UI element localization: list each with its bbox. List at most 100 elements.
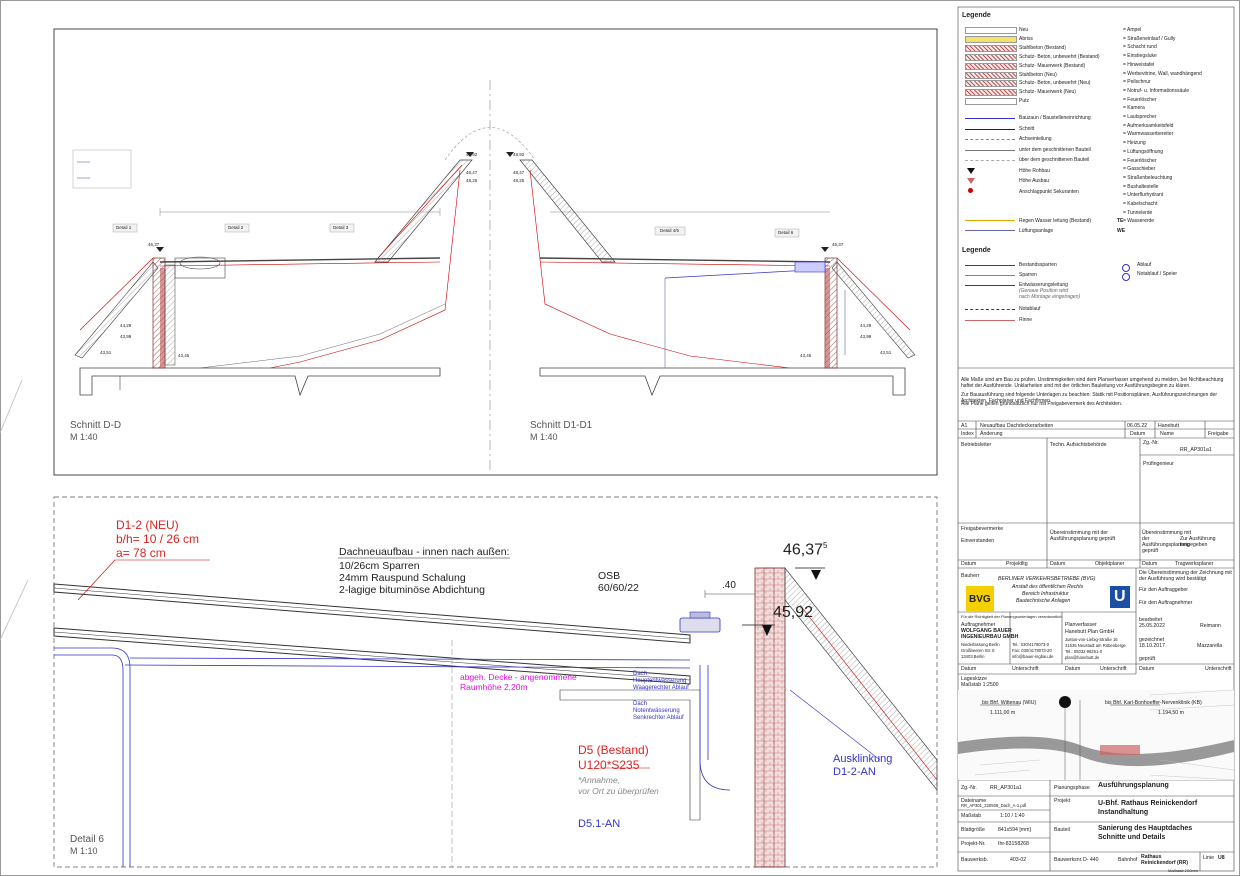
level-label: 43,99 xyxy=(120,334,132,339)
level-label: 48,47 xyxy=(513,170,525,175)
level-label: 43,45 xyxy=(800,353,812,358)
legend-roof-sample xyxy=(965,285,1015,286)
bvg-logo: BVG xyxy=(969,594,991,605)
level-label: 48,92 xyxy=(513,152,525,157)
edited-label: bearbeitet xyxy=(1139,617,1163,623)
legend-material-item: Neu xyxy=(1019,27,1029,33)
legend-roof: Sparren xyxy=(1019,272,1037,278)
level-triangle-icon xyxy=(967,168,975,174)
beam-title: D5 (Bestand) xyxy=(578,743,649,757)
compliance-label: Übereinstimmung mit der Ausführungsplanu… xyxy=(1050,530,1116,542)
revision-header: Freigabe xyxy=(1208,431,1229,437)
legend-material-swatch xyxy=(965,44,1017,52)
legend-title-roof: Legende xyxy=(962,247,991,254)
planner-city: 31535 Neustadt am Rübenberge xyxy=(1065,643,1126,648)
legend-symbol-item: = Heizung xyxy=(1123,140,1146,147)
legend-symbol-item: = Peilschnur xyxy=(1123,79,1151,86)
section-dd-scale: M 1:40 xyxy=(70,432,98,442)
u-logo: U xyxy=(1114,588,1126,605)
contractor-label: Auftragnehmer xyxy=(961,622,996,628)
structure-planner-label: Tragwerksplaner xyxy=(1175,561,1214,567)
level-label: 44,29 xyxy=(860,323,872,328)
legend-symbol-item: = Lüftungsöffnung xyxy=(1123,148,1164,155)
legend-roof-sample xyxy=(965,265,1015,266)
drain-emerg: Notentwässerung xyxy=(633,708,680,714)
bk-value: D- 440 xyxy=(1083,857,1099,863)
object-planner-label: Objektplaner xyxy=(1095,561,1125,567)
legend-pipe-sample xyxy=(965,220,1015,221)
operator-label: Betriebsleiter xyxy=(961,442,992,448)
date-label: Datum xyxy=(1142,561,1158,567)
legend-symbol-item: = Werbevitrine, Wall, wandhängend xyxy=(1123,70,1202,77)
legend-line-sample xyxy=(965,128,1015,130)
legend-roof: Entwässerungsleitung xyxy=(1019,282,1068,288)
builder-name: BERLINER VERKEHRSBETRIEBE (BVG) xyxy=(998,576,1096,582)
section-d1d1-drawing xyxy=(519,159,916,397)
drain-main: Hauptentwässerung xyxy=(633,678,687,684)
sheet-label: Blattgröße xyxy=(961,827,985,833)
legend-material-item: Stahlbeton (Neu) xyxy=(1019,71,1057,78)
drawing-no-label: Zg.-Nr. xyxy=(1143,440,1159,446)
drawing-no-value: RR_AP301a1 xyxy=(990,785,1022,791)
file-label: Dateiname xyxy=(961,798,987,804)
legend-material-swatch xyxy=(965,53,1017,61)
legend-symbol-item: = Schacht rund xyxy=(1123,44,1157,51)
rafter-title: D1-2 (NEU) xyxy=(116,518,179,532)
bw-value: 403-02 xyxy=(1010,857,1027,863)
agree-label: Einverstanden xyxy=(961,538,995,544)
osb-dims: 60/60/22 xyxy=(598,582,639,594)
legend-symbol-item: = Unterflurhydrant xyxy=(1123,192,1164,199)
legend-material-item: Schutz- Beton, unbewehrt (Neu) xyxy=(1019,80,1091,87)
buildup-line: 10/26cm Sparren xyxy=(339,560,420,572)
legend-roof-sample xyxy=(965,309,1015,310)
level-label: 43,45 xyxy=(178,353,190,358)
legend-material-item: Schutz- Beton, unbewehrt (Bestand) xyxy=(1019,53,1100,60)
part-name: Sanierung des Hauptdaches xyxy=(1098,825,1193,832)
notch-label: Ausklinkung xyxy=(833,753,893,765)
legend-pipe: Regen Wasser leitung (Bestand) xyxy=(1019,218,1092,224)
date-label: Datum xyxy=(1139,666,1155,672)
legend-material-swatch xyxy=(965,35,1017,43)
legend-line-item: unter dem geschnittenen Bauteil xyxy=(1019,146,1091,153)
buildup-line: 2-lagige bituminöse Abdichtung xyxy=(339,584,485,596)
legend-material-swatch xyxy=(965,62,1017,70)
contractor-mail: info@bauer-ingbau.de xyxy=(1012,654,1054,659)
contractor-street: Großbeeren Str. 8 xyxy=(961,648,995,653)
section-frame xyxy=(53,28,938,476)
legend-symbol-item: = Feuerlöscher xyxy=(1123,157,1157,164)
legend-pipe-sample xyxy=(965,230,1015,231)
compliance-label: Übereinstimmung mit der Ausführungsplanu… xyxy=(1142,530,1192,554)
legend-symbol-item: = Kabelschacht xyxy=(1123,201,1158,207)
legend-symbol-item: = Aufmerksamkeitsfeld xyxy=(1123,122,1174,129)
level-label: 48,25 xyxy=(513,178,525,183)
legend-code: WE xyxy=(1117,228,1126,234)
date-label: Datum xyxy=(1050,561,1066,567)
planner-mail: plan@hanebutt.de xyxy=(1065,655,1100,660)
builder-sub: Bereich Infrastruktur xyxy=(1022,591,1069,597)
legend-line-item: Achseinteilung xyxy=(1019,136,1052,142)
edited-date: 25.05.2022 xyxy=(1139,623,1165,629)
for-client: Für den Auftraggeber xyxy=(1139,587,1189,593)
drawing-no: RR_AP301a1 xyxy=(1180,447,1212,453)
contractor-city: 13403 Berlin xyxy=(961,654,985,659)
phase-value: Ausführungsplanung xyxy=(1098,782,1169,789)
beam-profile: U120*S235 xyxy=(578,758,640,772)
level-label: 43,99 xyxy=(860,334,872,339)
contractor-name: WOLFGANG BAUER INGENIEURBAU GMBH xyxy=(961,628,1019,640)
legend-line-item: über dem geschnittenen Bauteil xyxy=(1019,157,1090,163)
site-sketch-label: Lageskizze xyxy=(961,676,987,682)
project-name: U-Bhf. Rathaus Reinickendorf xyxy=(1098,800,1198,807)
general-note: Alle Pläne gelten grundsätzlich nur mit … xyxy=(961,401,1123,407)
detail1-tag: Detail 1 xyxy=(116,225,132,230)
planner-tel: Tel.: 05032 96251-0 xyxy=(1065,649,1103,654)
buildup-line: 24mm Rauspund Schalung xyxy=(339,572,466,584)
general-note: Zur Bauausführung sind folgende Unterlag… xyxy=(961,392,1218,404)
bvg-logo-bg xyxy=(966,586,994,612)
signature-label: Unterschrift xyxy=(1012,666,1039,672)
date-label: Datum xyxy=(961,666,977,672)
level-label: 46,37 xyxy=(148,242,160,247)
file-value: RR_AP301_220506_Dach_A-1.pdf xyxy=(961,803,1027,808)
date-label: Datum xyxy=(961,561,977,567)
confirm-note: Die Übereinstimmung der Zeichnung mit de… xyxy=(1139,570,1232,582)
rafter-dims: b/h= 10 / 26 cm xyxy=(116,532,200,546)
